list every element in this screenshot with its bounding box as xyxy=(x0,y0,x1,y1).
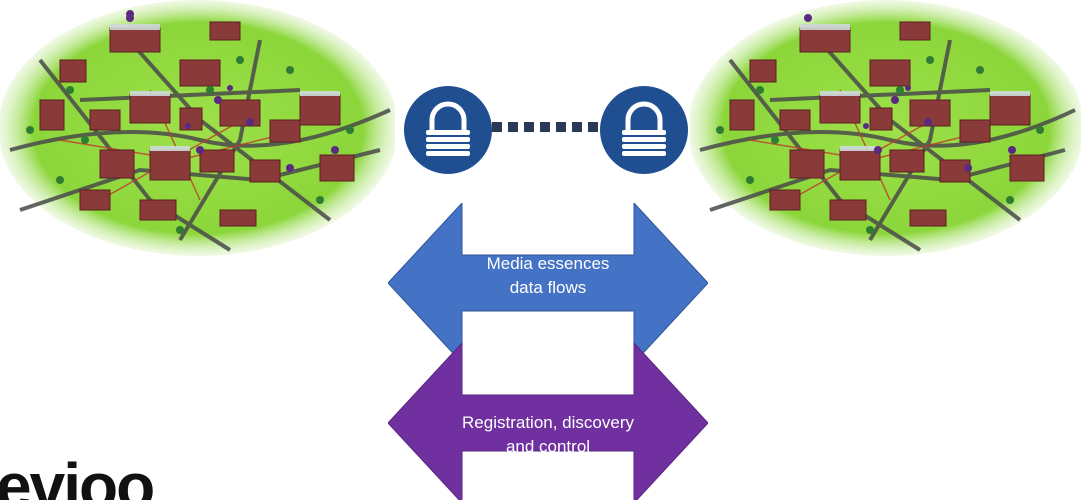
control-label: Registration, discovery and control xyxy=(462,413,634,456)
right-campus-map-icon xyxy=(690,0,1081,256)
media-flows-label: Media essences data flows xyxy=(486,254,610,297)
right-padlock-icon xyxy=(600,86,688,174)
left-campus-map-icon xyxy=(0,0,395,256)
media-flows-double-arrow xyxy=(388,203,708,363)
secure-link-dotted-line xyxy=(492,122,598,132)
logo-text: evioo xyxy=(0,452,155,500)
control-double-arrow xyxy=(388,343,708,500)
left-padlock-icon xyxy=(404,86,492,174)
company-logo: evioo xyxy=(0,452,200,500)
